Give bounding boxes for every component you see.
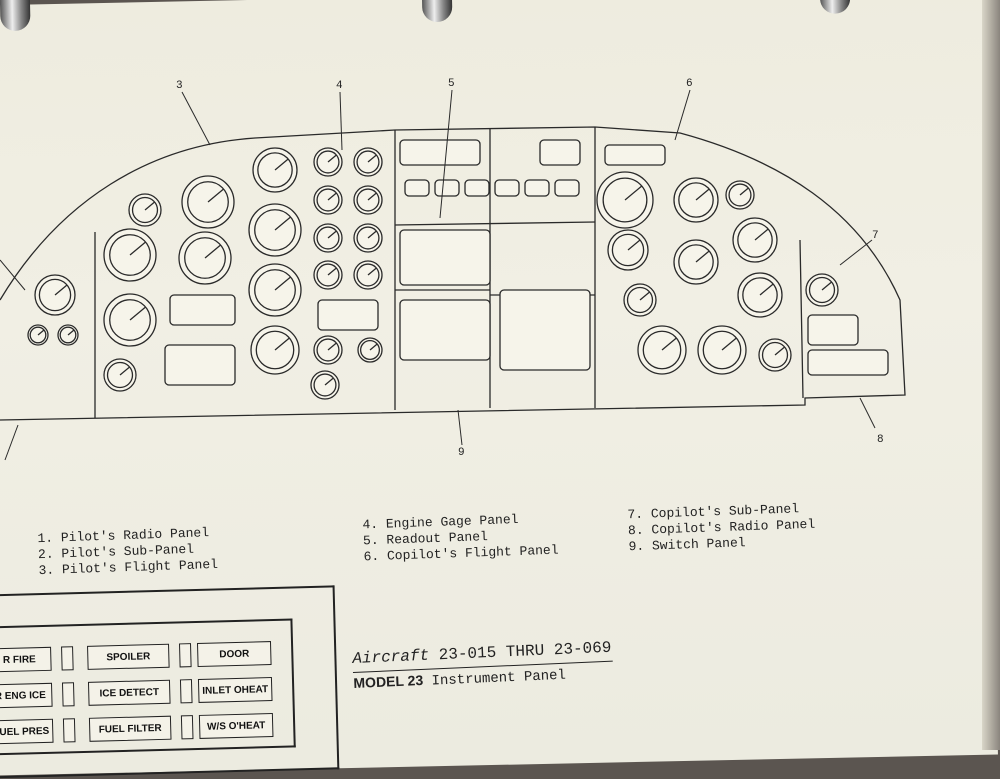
legend-column-3: 7. Copilot's Sub-Panel 8. Copilot's Radi…: [627, 501, 816, 556]
instrument-box: [524, 179, 550, 197]
instrument-box: [399, 139, 481, 166]
instrument-box: [554, 179, 580, 197]
gauge-icon: [103, 358, 137, 392]
gauge-icon: [596, 171, 654, 229]
gauge-icon: [623, 283, 657, 317]
instrument-box: [317, 299, 379, 331]
gauge-icon: [353, 260, 383, 290]
model-label: MODEL 23: [353, 671, 424, 691]
aircraft-label: Aircraft: [352, 646, 430, 668]
gauge-icon: [758, 338, 792, 372]
annunciator-light: W/S O'HEAT: [198, 713, 274, 739]
gauge-icon: [697, 325, 747, 375]
gauge-icon: [252, 147, 298, 193]
gauge-icon: [313, 223, 343, 253]
annunciator-light: DOOR: [196, 641, 272, 667]
gauge-icon: [27, 324, 49, 346]
annunciator-light: FUEL PRES: [0, 718, 54, 745]
gauge-icon: [357, 337, 383, 363]
instrument-box: [164, 344, 236, 386]
instrument-box: [434, 179, 460, 197]
gauge-icon: [353, 185, 383, 215]
annunciator-light: ICE DETECT: [87, 679, 171, 706]
instrument-box: [604, 144, 666, 166]
gauge-icon: [805, 273, 839, 307]
gauge-icon: [313, 335, 343, 365]
legend-column-1: 1. Pilot's Radio Panel 2. Pilot's Sub-Pa…: [37, 525, 218, 579]
callout-5: 5: [448, 78, 455, 90]
gauge-icon: [607, 229, 649, 271]
callout-4: 4: [336, 80, 343, 92]
gauge-icon: [178, 231, 232, 285]
gauge-icon: [250, 325, 300, 375]
gauge-icon: [313, 185, 343, 215]
gauge-icon: [248, 263, 302, 317]
annunciator-spacer: [62, 718, 76, 743]
annunciator-spacer: [178, 643, 192, 668]
gauge-icon: [673, 177, 719, 223]
gauge-icon: [34, 274, 76, 316]
instrument-box: [399, 299, 491, 361]
instrument-box: [464, 179, 490, 197]
annunciator-spacer: [61, 682, 75, 707]
gauge-icon: [637, 325, 687, 375]
annunciator-light: R ENG ICE: [0, 682, 53, 709]
callout-9: 9: [458, 447, 465, 459]
callout-6: 6: [686, 78, 693, 90]
legend-column-2: 4. Engine Gage Panel 5. Readout Panel 6.…: [362, 511, 559, 566]
gauge-icon: [732, 217, 778, 263]
page-edge: [982, 0, 1000, 750]
annunciator-grid: R FIRE SPOILER DOOR R ENG ICE ICE DETECT INLE…: [0, 618, 296, 756]
annunciator-light: INLET OHEAT: [197, 677, 273, 703]
gauge-icon: [353, 223, 383, 253]
instrument-box: [404, 179, 430, 197]
gauge-icon: [248, 203, 302, 257]
annunciator-light: FUEL FILTER: [88, 715, 172, 742]
instrument-box: [169, 294, 236, 326]
gauge-icon: [737, 272, 783, 318]
gauge-icon: [725, 180, 755, 210]
gauge-icon: [128, 193, 162, 227]
instrument-box: [807, 314, 859, 346]
gauge-icon: [313, 260, 343, 290]
callout-7: 7: [872, 230, 879, 242]
annunciator-spacer: [179, 679, 193, 704]
instrument-box: [539, 139, 581, 166]
gauge-icon: [181, 175, 235, 229]
instrument-panel-diagram: 3 4 5 6 7 8 9: [0, 78, 906, 461]
callout-3: 3: [176, 80, 183, 92]
gauge-icon: [103, 293, 157, 347]
gauge-icon: [57, 324, 79, 346]
gauge-icon: [103, 228, 157, 282]
instrument-box: [494, 179, 520, 197]
annunciator-spacer: [61, 646, 74, 671]
gauge-icon: [313, 147, 343, 177]
instrument-box: [807, 349, 889, 376]
annunciator-spacer: [180, 715, 194, 740]
annunciator-light: R FIRE: [0, 646, 52, 673]
annunciator-light: SPOILER: [87, 643, 170, 670]
gauge-icon: [310, 370, 340, 400]
callout-8: 8: [877, 434, 884, 446]
instrument-box: [399, 229, 491, 286]
instrument-box: [499, 289, 591, 371]
gauge-icon: [353, 147, 383, 177]
gauge-icon: [673, 239, 719, 285]
